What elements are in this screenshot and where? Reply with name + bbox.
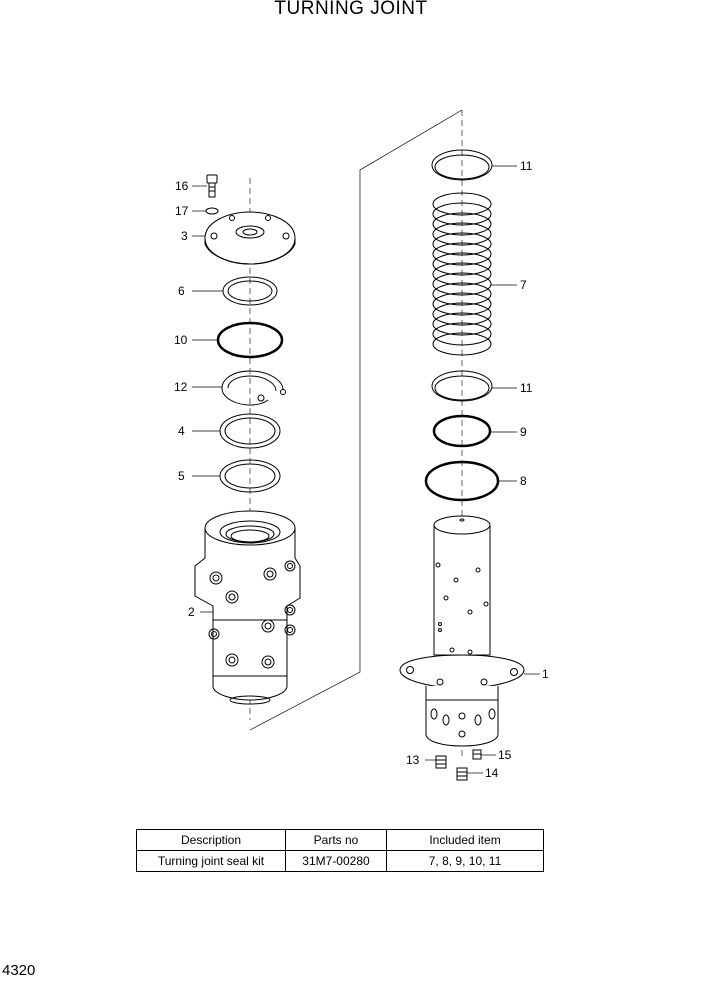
callout-1: 1 — [542, 667, 549, 681]
part-14-plug — [456, 767, 468, 781]
callout-11-lower: 11 — [520, 381, 533, 395]
cell-parts-no: 31M7-00280 — [285, 850, 387, 872]
part-2-hub-body — [194, 510, 301, 705]
part-7-seal-stack — [432, 192, 492, 356]
callout-11-top: 11 — [520, 159, 533, 173]
part-9-o-ring — [432, 414, 492, 448]
page-number: 4320 — [2, 962, 36, 979]
callout-10: 10 — [174, 333, 188, 347]
part-3-cover — [204, 211, 296, 265]
page-title: TURNING JOINT — [274, 0, 428, 19]
callout-12: 12 — [174, 380, 188, 394]
callout-16: 16 — [175, 179, 189, 193]
part-13-plug — [435, 755, 447, 769]
part-5-ring — [219, 459, 281, 493]
callout-3: 3 — [181, 229, 188, 243]
seal-kit-table: Description Parts no Included item Turni… — [136, 829, 544, 872]
callout-14: 14 — [485, 766, 499, 780]
part-17-washer — [205, 207, 219, 215]
callout-2: 2 — [188, 605, 195, 619]
callout-numbers: 16 17 3 6 10 12 4 5 2 11 7 11 9 8 1 13 1… — [174, 159, 549, 780]
callout-7: 7 — [520, 278, 527, 292]
part-11-ring-top — [431, 149, 493, 181]
callout-15: 15 — [498, 748, 512, 762]
table-row: Turning joint seal kit 31M7-00280 7, 8, … — [136, 850, 544, 872]
callout-leaders — [192, 165, 540, 774]
part-16-bolt — [206, 174, 218, 198]
part-15-plug — [472, 749, 482, 760]
callout-13: 13 — [406, 753, 420, 767]
part-12-snap-ring — [221, 370, 286, 406]
table-header-row: Description Parts no Included item — [136, 829, 544, 851]
callout-9: 9 — [520, 425, 527, 439]
column-header-parts-no: Parts no — [285, 829, 387, 851]
part-1-shaft — [399, 515, 525, 747]
column-header-description: Description — [136, 829, 286, 851]
callout-6: 6 — [178, 284, 185, 298]
cell-description: Turning joint seal kit — [136, 850, 286, 872]
callout-5: 5 — [178, 469, 185, 483]
part-11-ring-lower — [431, 370, 493, 402]
callout-4: 4 — [178, 424, 185, 438]
cell-included-item: 7, 8, 9, 10, 11 — [386, 850, 544, 872]
column-header-included-item: Included item — [386, 829, 544, 851]
callout-8: 8 — [520, 474, 527, 488]
callout-17: 17 — [175, 204, 189, 218]
